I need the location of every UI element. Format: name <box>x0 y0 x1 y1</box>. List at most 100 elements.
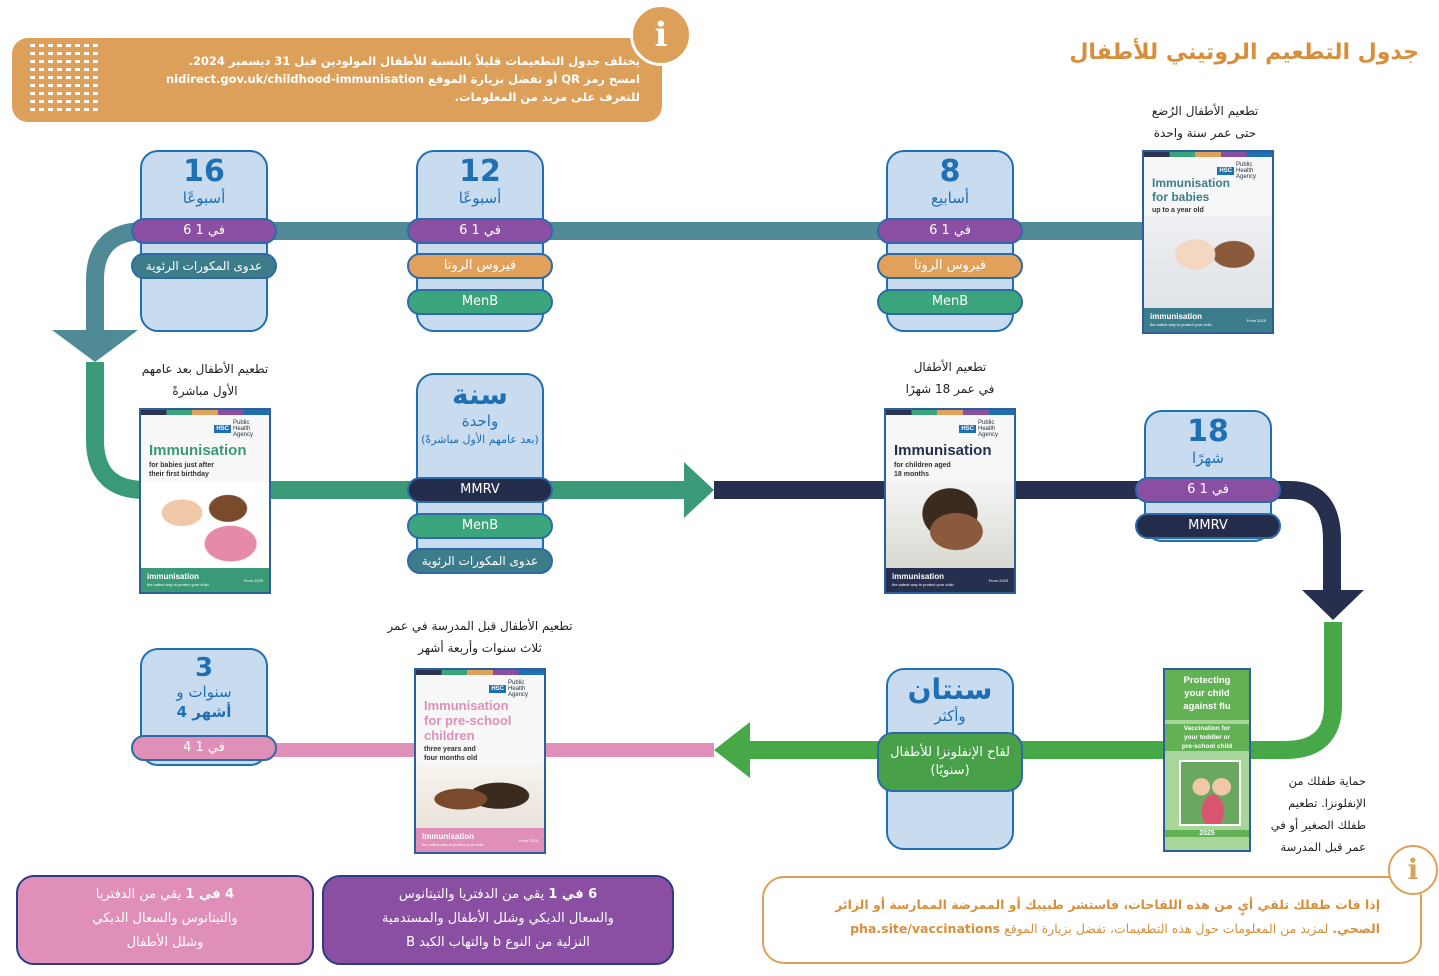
booklet-color-strip <box>1144 152 1272 157</box>
booklet-18m-sub2: 18 months <box>894 471 930 478</box>
stage-1y-sub: (بعد عامهم الأول مباشرةً) <box>421 433 539 446</box>
stage-18m-unit: شهرًا <box>1192 449 1224 467</box>
stage-3y-unit2: 4 أشهر <box>176 703 232 721</box>
vaccine-6in1-8w: 6 في 1 <box>877 218 1023 244</box>
booklet-color-strip <box>141 410 269 415</box>
legend-six-l2: والسعال الديكي وشلل الأطفال والمستدمية <box>382 911 614 926</box>
booklet-birthday-sub1: for babies just after <box>149 462 214 469</box>
agency-name: Public Health Agency <box>978 420 999 438</box>
booklet-babies-sub: up to a year old <box>1152 207 1204 214</box>
stage-2y-unit: وأكثر <box>934 707 966 725</box>
booklet-flu-photo <box>1179 760 1241 826</box>
info-glyph-bottom: i <box>1407 853 1419 886</box>
brand-text: immunisation <box>1150 312 1203 321</box>
booklet-babies-title1: Immunisation <box>1152 176 1231 190</box>
stage-card-1-year: سنة واحدة (بعد عامهم الأول مباشرةً) <box>416 373 544 569</box>
booklet-flu-sub: Vaccination for your toddler or pre-scho… <box>1165 724 1249 751</box>
booklet-babies-caption-2: حتى عمر سنة واحدة <box>1153 126 1257 140</box>
vaccine-6in1-12w: 6 في 1 <box>407 218 553 244</box>
notice-text: يختلف جدول التطعيمات قليلاً بالنسبة للأط… <box>110 52 640 106</box>
brand-text: immunisation <box>147 572 200 581</box>
notice-line2[interactable]: امسح رمز QR أو تفضل بزيارة الموقع nidire… <box>165 72 640 86</box>
booklet-footer: immunisation the safest way to protect y… <box>886 568 1014 592</box>
vaccine-flu-2y: لقاح الإنفلونزا للأطفال (سنويًا) <box>877 732 1023 792</box>
agency-name: Public Health Agency <box>233 420 254 438</box>
vaccine-menb-12w: MenB <box>407 289 553 315</box>
booklet-footer: immunisation the safest way to protect y… <box>141 568 269 592</box>
notice-line3: للتعرف على مزيد من المعلومات. <box>454 90 640 104</box>
stage-8-number: 8 <box>939 154 961 189</box>
qr-code[interactable] <box>26 44 98 116</box>
vaccine-mmrv-1y: MMRV <box>407 477 553 503</box>
vaccine-flu-line2: (سنويًا) <box>930 763 970 778</box>
track-row2-navy-arrow <box>1302 590 1364 620</box>
booklet-flu-caption-1: حماية طفلك من <box>1288 774 1366 788</box>
stage-12-number: 12 <box>459 154 501 189</box>
vaccine-6in1-16w: 6 في 1 <box>131 218 277 244</box>
vaccine-rota-12w: فيروس الروتا <box>407 253 553 279</box>
stage-3y-unit: سنوات و <box>176 683 232 701</box>
stage-8-unit: أسابيع <box>931 189 969 207</box>
booklet-18m-caption-2: في عمر 18 شهرًا <box>905 382 995 396</box>
missed-bold1: إذا فات طفلك تلقي أيٍ من هذه اللقاحات، ف… <box>835 897 1380 912</box>
track-row3-lime <box>750 622 1342 759</box>
booklet-18m-photo <box>886 482 1014 572</box>
missed-link[interactable]: pha.site/vaccinations <box>850 921 1001 936</box>
booklet-preschool-sub1: three years and <box>424 746 476 753</box>
page-title: جدول التطعيم الروتيني للأطفال <box>1069 40 1419 65</box>
booklet-babies-photo <box>1144 216 1272 312</box>
stage-3y-number: 3 <box>194 653 214 683</box>
vaccine-pneumo-1y: عدوى المكورات الرئوية <box>407 548 553 574</box>
notice-banner <box>12 38 662 122</box>
brand-from: From 2025 <box>243 578 263 583</box>
brand-tagline: the safest way to protect your child <box>147 582 209 587</box>
brand-tagline: the safest way to protect your child <box>1150 322 1212 327</box>
booklet-color-strip <box>886 410 1014 415</box>
hsc-badge: HSC <box>1217 167 1234 175</box>
booklet-18m-sub1: for children aged <box>894 462 951 469</box>
agency-name: Public Health Agency <box>508 680 529 698</box>
info-icon-bottom: i <box>1388 845 1438 895</box>
booklet-babies-caption: تطعيم الأطفال الرُضع حتى عمر سنة واحدة <box>1110 100 1300 144</box>
booklet-preschool-title2: for pre-school <box>424 713 512 728</box>
booklet-preschool-title3: children <box>424 728 475 743</box>
stage-1y-unit: واحدة <box>461 412 499 430</box>
booklet-flu[interactable]: Protecting your child against flu Vaccin… <box>1163 668 1251 852</box>
missed-normal: لمزيد من المعلومات حول هذه التطعيمات، تف… <box>1004 921 1329 936</box>
booklet-flu-header <box>1165 670 1249 720</box>
legend-four-bold: 4 في 1 <box>185 887 235 902</box>
booklet-babies-title2: for babies <box>1152 190 1210 204</box>
vaccine-rota-8w: فيروس الروتا <box>877 253 1023 279</box>
hsc-badge: HSC <box>959 425 976 433</box>
booklet-flu-t2: your child <box>1184 688 1230 699</box>
brand-tagline: the safest way to protect your child <box>422 842 484 847</box>
missed-vaccines-box <box>762 876 1422 964</box>
booklet-babies-caption-1: تطعيم الأطفال الرُضع <box>1151 104 1259 118</box>
booklet-birthday-sub2: their first birthday <box>149 471 209 478</box>
brand-from: From 2025 <box>518 838 538 843</box>
brand-text: immunisation <box>892 572 945 581</box>
vaccine-pneumo-16w: عدوى المكورات الرئوية <box>131 253 277 279</box>
legend-four-in-one: 4 في 1 يقي من الدفتريا والتيتانوس والسعا… <box>16 875 314 965</box>
booklet-flu-title: Protecting your child against flu <box>1165 674 1249 713</box>
legend-six-in-one: 6 في 1 يقي من الدفتريا والتيتانوس والسعا… <box>322 875 674 965</box>
legend-four-l2: والتيتانوس والسعال الديكي <box>92 911 238 926</box>
track-row2-arrow <box>684 462 714 518</box>
vaccine-menb-1y: MenB <box>407 513 553 539</box>
vaccine-6in1-18m: 6 في 1 <box>1135 477 1281 503</box>
agency-name: Public Health Agency <box>1236 162 1257 180</box>
booklet-birthday-title: Immunisation <box>149 442 247 459</box>
vaccine-menb-8w: MenB <box>877 289 1023 315</box>
info-glyph: i <box>654 15 668 55</box>
stage-1y-number: سنة <box>452 378 508 411</box>
booklet-flu-s1: Vaccination for <box>1183 725 1231 732</box>
booklet-flu-year: 2025 <box>1165 830 1249 837</box>
legend-six-l1: يقي من الدفتريا والتيتانوس <box>398 887 545 902</box>
booklet-18m-caption-1: تطعيم الأطفال <box>913 360 987 374</box>
booklet-color-strip <box>416 670 544 675</box>
